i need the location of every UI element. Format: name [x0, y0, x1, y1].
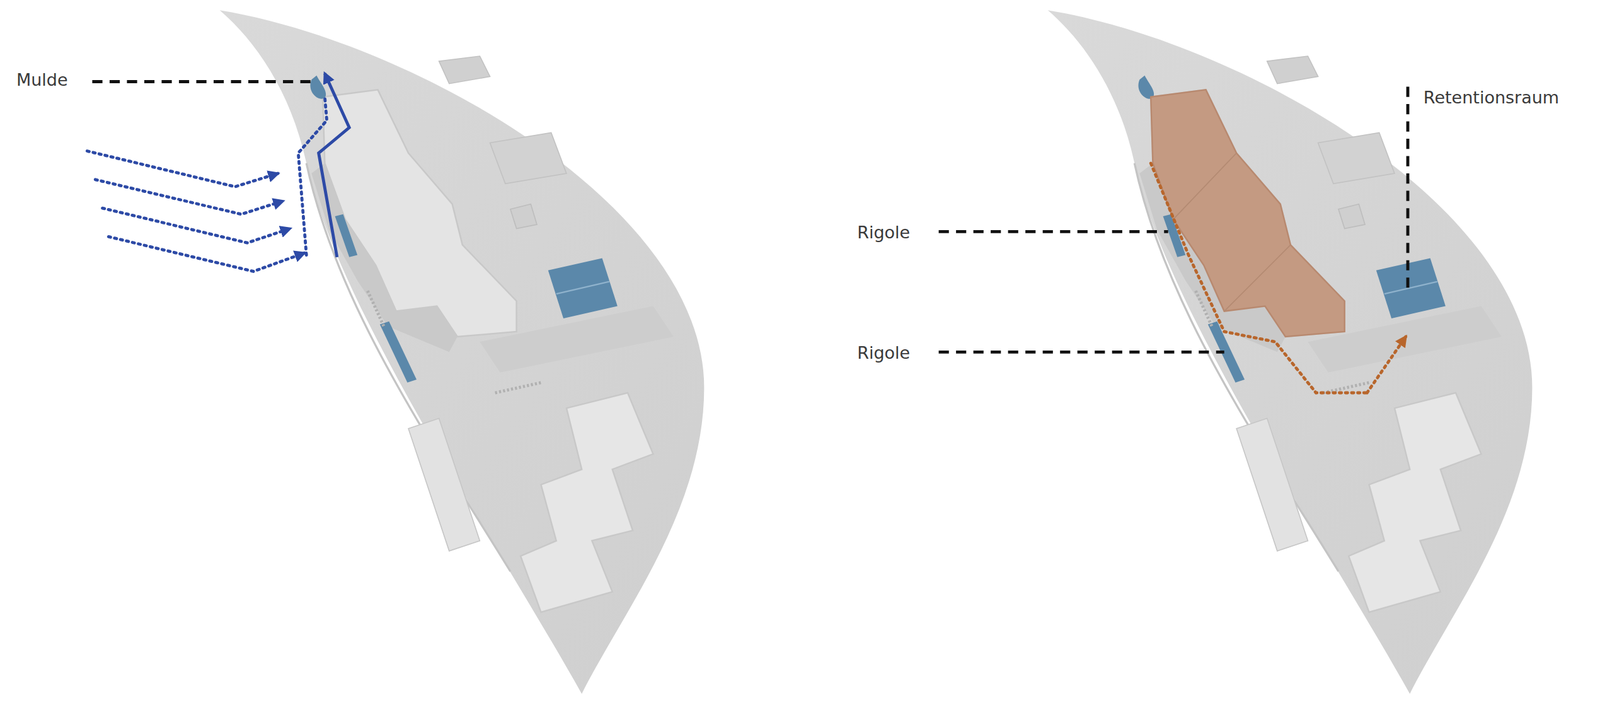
leader-lines: [92, 81, 1408, 352]
roof-area: [1150, 89, 1345, 337]
roof-runoff-flow: [1150, 163, 1406, 393]
wind-rain-arrows: [86, 97, 327, 272]
callout-label: Rigole: [857, 223, 910, 241]
runoff-flow: [318, 73, 350, 258]
roof-joint: [1173, 153, 1237, 220]
roof-joint: [1224, 244, 1291, 311]
callout-label: Rigole: [857, 343, 910, 361]
callout-label: Retentionsraum: [1423, 88, 1560, 106]
callout-label: Mulde: [16, 71, 69, 89]
site-left: [219, 10, 705, 694]
